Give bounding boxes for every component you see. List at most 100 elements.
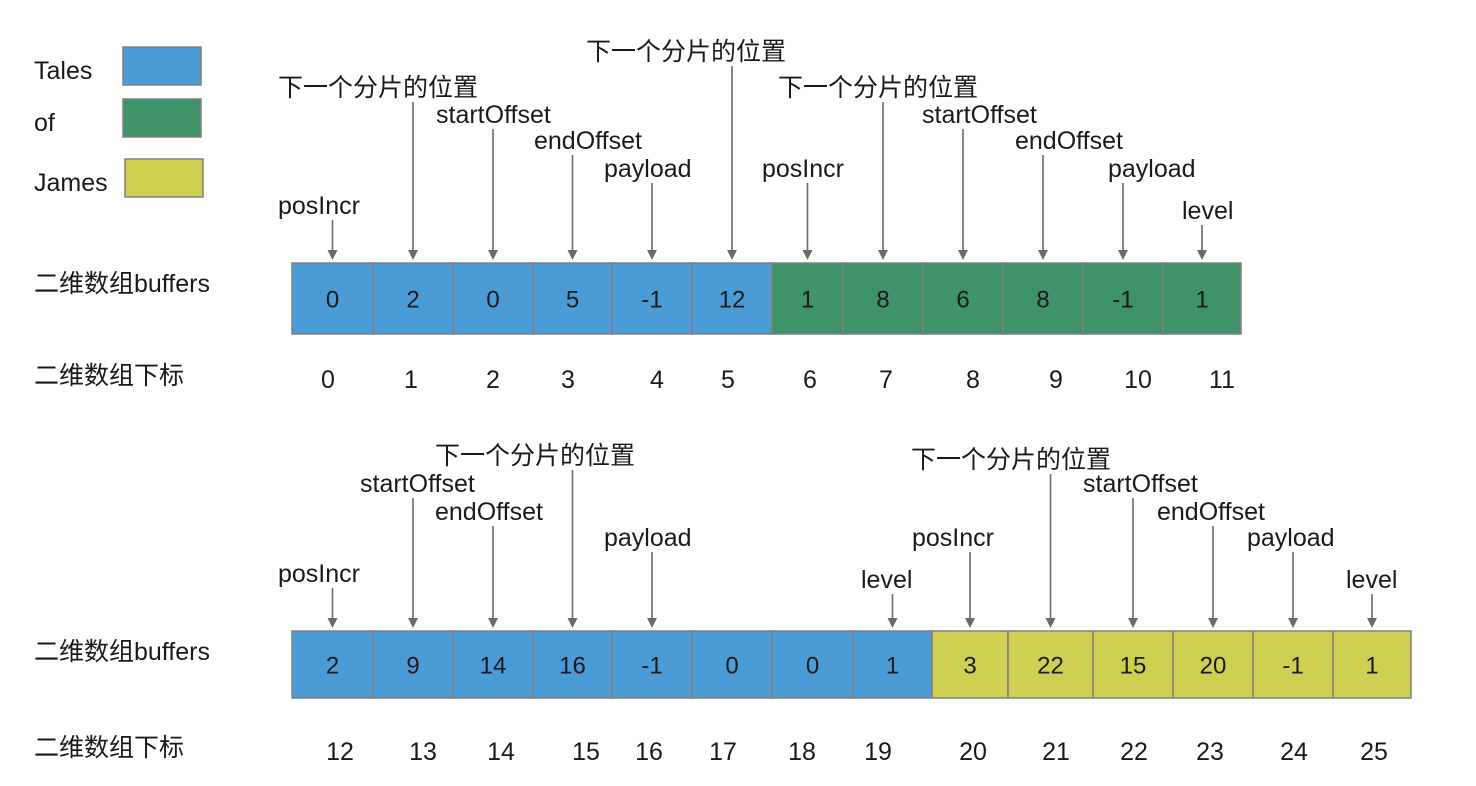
- index-label: 18: [788, 738, 816, 766]
- buffer-cell-value: -1: [1112, 287, 1133, 314]
- field-annotation: level: [861, 566, 912, 628]
- buffer-cell: 8: [842, 262, 924, 335]
- field-annotation: 下一个分片的位置: [778, 74, 978, 260]
- buffer-cell-box: [852, 630, 933, 699]
- buffer-cell-box: [372, 630, 454, 699]
- row-label-index: 二维数组下标: [34, 734, 184, 762]
- index-label: 7: [879, 366, 893, 394]
- buffer-cell: 1: [1332, 630, 1412, 699]
- annotation-label: 下一个分片的位置: [778, 74, 978, 102]
- field-annotation: startOffset: [360, 470, 475, 628]
- annotation-label: 下一个分片的位置: [278, 74, 478, 102]
- index-label: 11: [1209, 366, 1235, 394]
- buffer-cell-box: [922, 262, 1004, 335]
- buffer-cell-box: [931, 630, 1009, 699]
- index-label: 12: [326, 738, 354, 766]
- buffer-cell: 1: [771, 262, 844, 335]
- index-label: 19: [864, 738, 892, 766]
- buffer-cell-value: 3: [963, 653, 976, 680]
- buffer-cell-value: 1: [886, 653, 899, 680]
- buffer-cell-box: [1092, 630, 1174, 699]
- index-label: 2: [486, 366, 500, 394]
- buffer-cell-value: 22: [1037, 653, 1064, 680]
- field-annotation: 下一个分片的位置: [278, 74, 478, 260]
- index-label: 22: [1120, 738, 1148, 766]
- buffer-cell-value: 0: [486, 287, 499, 314]
- buffer-cell-box: [771, 262, 844, 335]
- index-label: 14: [487, 738, 515, 766]
- buffer-cell: 16: [532, 630, 613, 699]
- field-annotation: endOffset: [1015, 127, 1123, 260]
- annotation-label: level: [861, 566, 912, 594]
- annotation-label: startOffset: [1083, 470, 1198, 498]
- index-label: 9: [1049, 366, 1063, 394]
- buffer-cell-box: [291, 262, 374, 335]
- buffer-cell-value: -1: [641, 653, 662, 680]
- legend-item-tales: Tales: [34, 46, 202, 86]
- buffer-cell: 22: [1007, 630, 1094, 699]
- buffer-cell: -1: [1252, 630, 1334, 699]
- buffer-cell-value: 8: [1036, 287, 1049, 314]
- legend-item-of: of: [34, 98, 202, 138]
- index-label: 4: [650, 366, 664, 394]
- annotation-label: startOffset: [360, 470, 475, 498]
- annotation-label: payload: [604, 524, 692, 552]
- legend-swatch: [124, 158, 204, 198]
- buffer-cell-box: [452, 262, 534, 335]
- index-label: 21: [1042, 738, 1070, 766]
- index-label: 16: [635, 738, 663, 766]
- legend-label: James: [34, 169, 108, 197]
- index-label: 3: [561, 366, 575, 394]
- annotation-label: posIncr: [278, 192, 360, 220]
- row-label-buffers: 二维数组buffers: [34, 270, 210, 298]
- buffer-cell: 6: [922, 262, 1004, 335]
- buffer-cell: -1: [611, 630, 693, 699]
- buffer-cell: 9: [372, 630, 454, 699]
- buffer-cell-value: 15: [1120, 653, 1147, 680]
- buffer-cell: 14: [452, 630, 534, 699]
- annotation-label: payload: [1108, 155, 1196, 183]
- legend-swatch: [122, 46, 202, 86]
- field-annotation: endOffset: [534, 127, 642, 260]
- legend-item-james: James: [34, 158, 204, 198]
- buffer-cell: 5: [532, 262, 613, 335]
- index-label: 6: [803, 366, 817, 394]
- buffer-cell-box: [1162, 262, 1242, 335]
- field-annotation: 下一个分片的位置: [435, 442, 635, 628]
- index-label: 13: [409, 738, 437, 766]
- index-label: 5: [721, 366, 735, 394]
- buffer-cell-box: [532, 630, 613, 699]
- annotation-label: 下一个分片的位置: [586, 38, 786, 66]
- buffer-cell-box: [691, 262, 773, 335]
- index-label: 20: [959, 738, 987, 766]
- buffer-cell: 3: [931, 630, 1009, 699]
- buffer-cell-value: 8: [876, 287, 889, 314]
- buffer-cell: 20: [1172, 630, 1254, 699]
- buffer-cell: 0: [452, 262, 534, 335]
- buffer-cell-value: -1: [1282, 653, 1303, 680]
- buffer-cell-value: 2: [406, 287, 419, 314]
- annotation-label: posIncr: [912, 524, 994, 552]
- field-annotation: payload: [1247, 524, 1335, 628]
- buffer-cell: 8: [1002, 262, 1084, 335]
- annotation-label: startOffset: [436, 101, 551, 129]
- buffer-cell-box: [1332, 630, 1412, 699]
- annotation-label: 下一个分片的位置: [911, 446, 1111, 474]
- buffer-cell-value: 16: [559, 653, 586, 680]
- field-annotation: endOffset: [435, 498, 543, 628]
- annotation-label: payload: [1247, 524, 1335, 552]
- buffer-cell-box: [611, 262, 693, 335]
- buffer-cell: 2: [291, 630, 374, 699]
- buffer-cell-value: 9: [406, 653, 419, 680]
- index-label: 0: [321, 366, 335, 394]
- buffer-cell-value: 5: [566, 287, 579, 314]
- annotation-label: endOffset: [534, 127, 642, 155]
- index-label: 8: [966, 366, 980, 394]
- buffer-cell-value: -1: [641, 287, 662, 314]
- buffer-cell-value: 14: [480, 653, 507, 680]
- field-annotation: posIncr: [762, 155, 844, 260]
- index-label: 25: [1360, 738, 1388, 766]
- field-annotation: 下一个分片的位置: [586, 38, 786, 260]
